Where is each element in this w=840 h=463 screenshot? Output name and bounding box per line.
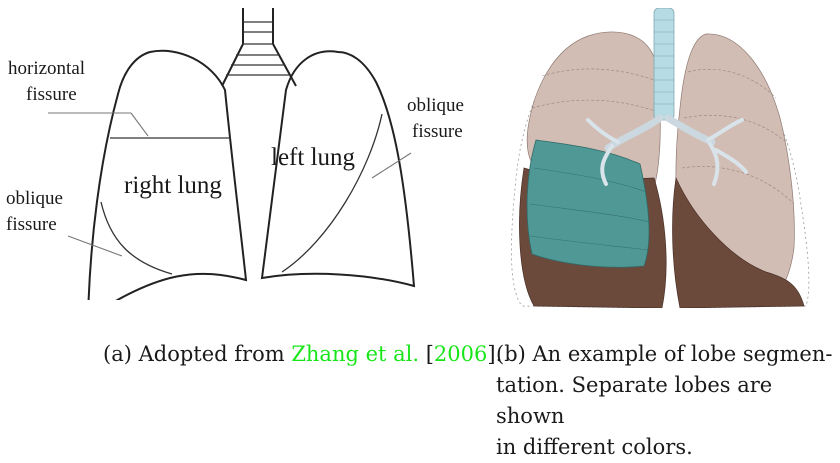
caption-a-year-open: [ (419, 342, 434, 366)
label-horizontal-fissure: fissure (26, 84, 77, 105)
trachea (222, 8, 296, 86)
leader-oblique-left (68, 236, 122, 256)
label-oblique-right-fissure: fissure (412, 121, 463, 142)
label-oblique-left: oblique (6, 188, 63, 209)
right-oblique-fissure (101, 202, 172, 274)
caption-a: (a) Adopted from Zhang et al. [2006]. (103, 339, 502, 370)
trachea-rings (226, 22, 290, 75)
leader-oblique-right (372, 153, 411, 178)
citation-link-author[interactable]: Zhang et al. (291, 342, 419, 366)
caption-b-line-2: tation. Separate lobes are shown (496, 370, 840, 432)
caption-b: (b) An example of lobe segmen- tation. S… (496, 339, 840, 463)
label-left-lung: left lung (271, 144, 356, 171)
trachea-tube (654, 8, 674, 120)
label-right-lung: right lung (124, 172, 222, 199)
caption-a-prefix: (a) Adopted from (103, 342, 291, 366)
caption-b-line-3: in different colors. (496, 432, 840, 463)
lobe-segmentation-render (494, 8, 834, 308)
lung-fissure-diagram: horizontal fissure oblique fissure obliq… (0, 0, 490, 300)
label-oblique-left-fissure: fissure (6, 214, 57, 235)
caption-b-line-1: (b) An example of lobe segmen- (496, 339, 840, 370)
label-horizontal: horizontal (8, 58, 85, 79)
left-oblique-fissure (282, 114, 382, 272)
leader-horizontal-diag (131, 113, 148, 136)
citation-link-year[interactable]: 2006 (434, 342, 487, 366)
label-oblique-right: oblique (407, 95, 464, 116)
